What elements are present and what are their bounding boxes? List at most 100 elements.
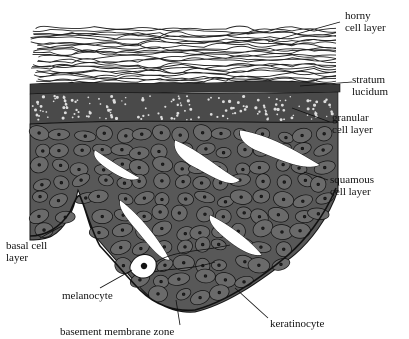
granule (326, 116, 327, 117)
granule (267, 117, 269, 119)
cell-nucleus (57, 199, 60, 202)
granule (180, 104, 182, 106)
granule (184, 110, 186, 112)
cell-nucleus (277, 213, 280, 216)
granule (62, 117, 65, 120)
cell-nucleus (218, 264, 221, 267)
granule (62, 106, 65, 109)
cell-nucleus (243, 281, 246, 284)
cell-nucleus (285, 136, 288, 139)
granule (42, 111, 44, 113)
granule (137, 116, 140, 119)
cell-nucleus (282, 198, 285, 201)
squamous-cell-layer (27, 121, 338, 312)
cell-nucleus (58, 133, 61, 136)
label-basal-cell-layer: basal cell layer (6, 240, 47, 264)
granule (36, 114, 39, 117)
granule (72, 117, 74, 119)
cell-nucleus (258, 166, 261, 169)
granule (171, 101, 173, 103)
cell-nucleus (242, 168, 245, 171)
cell-nucleus (262, 180, 265, 183)
cell-nucleus (101, 148, 104, 151)
cell-nucleus (222, 215, 225, 218)
cell-nucleus (244, 260, 247, 263)
granule (148, 114, 150, 116)
granule (280, 118, 283, 121)
granule (34, 109, 37, 112)
granule (124, 103, 126, 105)
granule (307, 114, 309, 116)
granule (63, 96, 66, 99)
cell-nucleus (301, 134, 304, 137)
cell-nucleus (260, 195, 263, 198)
granule (243, 105, 245, 107)
granule (176, 114, 178, 116)
granule (186, 95, 188, 97)
label-granular-line1: granular (332, 112, 373, 124)
cell-nucleus (43, 229, 46, 232)
granule (71, 99, 74, 102)
granule (178, 97, 180, 99)
granule (38, 115, 40, 117)
granule (36, 101, 39, 104)
cell-nucleus (205, 148, 208, 151)
granule (190, 118, 192, 120)
granule (222, 100, 225, 103)
granule (75, 109, 77, 111)
granule (54, 98, 56, 100)
cell-nucleus (178, 212, 181, 215)
granule (210, 97, 212, 99)
cell-nucleus (101, 215, 104, 218)
granule (177, 104, 179, 106)
granule (263, 106, 265, 108)
cell-nucleus (220, 132, 223, 135)
granule (277, 108, 280, 111)
granule (157, 112, 159, 114)
granule (145, 107, 147, 109)
cell-nucleus (224, 201, 227, 204)
cell-nucleus (38, 215, 41, 218)
granule (313, 104, 316, 107)
cell-nucleus (160, 131, 163, 134)
granule (115, 117, 118, 120)
cell-nucleus (262, 227, 265, 230)
cell-nucleus (281, 231, 284, 234)
cell-nucleus (39, 195, 42, 198)
granule (298, 106, 300, 108)
cell-nucleus (201, 131, 204, 134)
cell-nucleus (161, 180, 164, 183)
granule (178, 95, 180, 97)
cell-nucleus (179, 134, 182, 137)
cell-nucleus (203, 196, 206, 199)
cell-nucleus (302, 200, 305, 203)
cell-nucleus (218, 291, 221, 294)
granule (285, 100, 287, 102)
cell-nucleus (222, 151, 225, 154)
cell-nucleus (283, 181, 286, 184)
label-squamous-line1: squamous (330, 174, 374, 186)
granule (141, 98, 144, 101)
cell-nucleus (243, 212, 246, 215)
label-granular-line2: cell layer (332, 124, 373, 136)
granule (257, 99, 260, 102)
cell-nucleus (317, 183, 320, 186)
granule (189, 104, 191, 106)
cell-nucleus (260, 246, 263, 249)
granule (328, 103, 331, 106)
granule (107, 109, 110, 112)
granule (314, 112, 317, 115)
cell-nucleus (200, 182, 203, 185)
cell-nucleus (158, 150, 161, 153)
cell-nucleus (105, 179, 108, 182)
granule (88, 115, 90, 117)
granule (66, 106, 69, 109)
granule (282, 109, 285, 112)
cell-nucleus (125, 135, 128, 138)
cell-nucleus (161, 198, 164, 201)
cell-nucleus (322, 149, 325, 152)
cell-nucleus (304, 179, 307, 182)
granule (64, 111, 67, 114)
granule (106, 105, 108, 107)
